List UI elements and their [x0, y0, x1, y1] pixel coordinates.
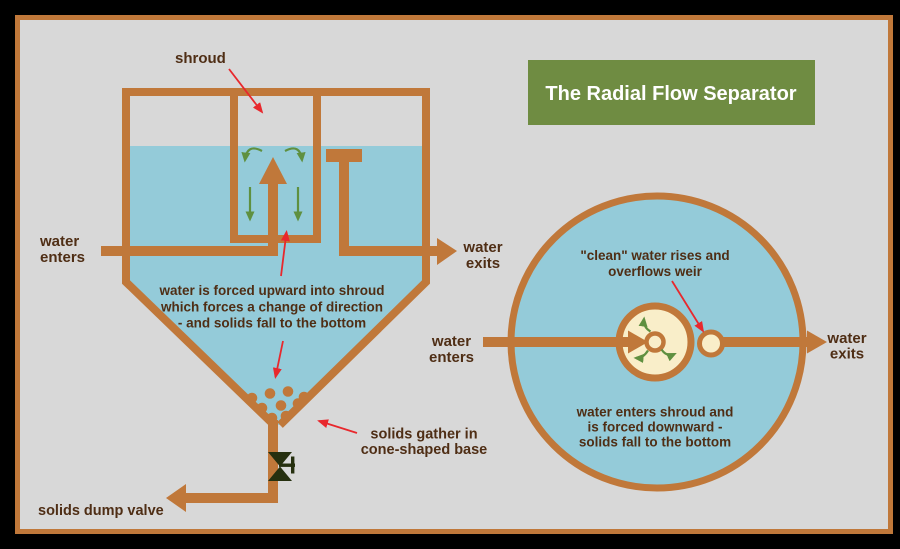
water-enters-top-label-line1: water	[431, 333, 471, 350]
riser-pipe	[268, 180, 278, 256]
water-exits-label-line2: exits	[466, 255, 500, 272]
center-pipe-ring	[644, 331, 666, 353]
tank-left-wall	[122, 88, 277, 428]
dump-pipe-vertical	[268, 420, 278, 503]
water-enters-label-line1: water	[39, 233, 79, 250]
weir-stem	[339, 151, 349, 250]
dump-arrow-icon	[166, 484, 186, 512]
outlet-pipe-top-view	[722, 337, 808, 347]
solids-fall-pointer-arrow	[272, 340, 284, 379]
flow-curve-left-icon	[241, 147, 263, 163]
dump-valve-label: solids dump valve	[38, 503, 164, 519]
shroud-label: shroud	[175, 50, 226, 67]
weir-top-view-circle	[697, 329, 725, 358]
weir-pointer-arrow	[671, 280, 705, 333]
cone-pointer-arrow	[317, 419, 358, 434]
page-title: The Radial Flow Separator	[545, 83, 796, 105]
solids-particles	[246, 386, 310, 424]
water-exits-top-label-line1: water	[826, 330, 866, 347]
title-box: The Radial Flow Separator	[528, 60, 815, 125]
annotation-line1: water is forced upward into shroud	[158, 283, 384, 298]
top-view-diagram: "clean" water rises and overflows weir w…	[429, 192, 867, 492]
weir-note-line1: "clean" water rises and	[580, 248, 729, 263]
weir-note-line2: overflows weir	[608, 264, 703, 279]
annotation-line3: - and solids fall to the bottom	[178, 316, 366, 331]
shroud-note-line3: solids fall to the bottom	[579, 435, 731, 450]
shroud-note-line1: water enters shroud and	[576, 405, 734, 420]
water-enters-label-line2: enters	[40, 249, 85, 266]
annotation-line2: which forces a change of direction	[160, 300, 383, 315]
water-exits-label-line1: water	[462, 239, 502, 256]
water-enters-top-label-line2: enters	[429, 349, 474, 366]
shroud-pointer-arrow	[228, 68, 264, 114]
outlet-arrow-icon	[437, 238, 457, 265]
outlet-arrow-top-icon	[807, 330, 827, 354]
radial-flow-left-icon	[633, 349, 649, 364]
inlet-arrow-icon	[628, 330, 648, 354]
title-box-bg	[528, 60, 815, 125]
inlet-pipe-top-view	[483, 337, 630, 347]
solids-note-line1: solids gather in	[370, 427, 477, 443]
tank-right-wall	[277, 88, 430, 428]
flow-curve-right-icon	[284, 147, 306, 163]
shroud-note-line2: is forced downward -	[587, 420, 722, 435]
dump-pipe-horizontal	[184, 493, 278, 503]
side-view-diagram: shroud water enters water exits water is…	[38, 50, 503, 519]
dump-valve-icon	[268, 452, 295, 481]
upflow-pointer-arrow	[280, 230, 290, 277]
inlet-pipe	[101, 246, 278, 256]
outlet-pipe	[339, 246, 437, 256]
radial-flow-up-icon	[638, 316, 652, 333]
solids-note-line2: cone-shaped base	[361, 442, 488, 458]
upflow-arrow-icon	[259, 157, 287, 184]
radial-flow-right-icon	[660, 348, 677, 362]
water-exits-top-label-line2: exits	[830, 346, 864, 363]
